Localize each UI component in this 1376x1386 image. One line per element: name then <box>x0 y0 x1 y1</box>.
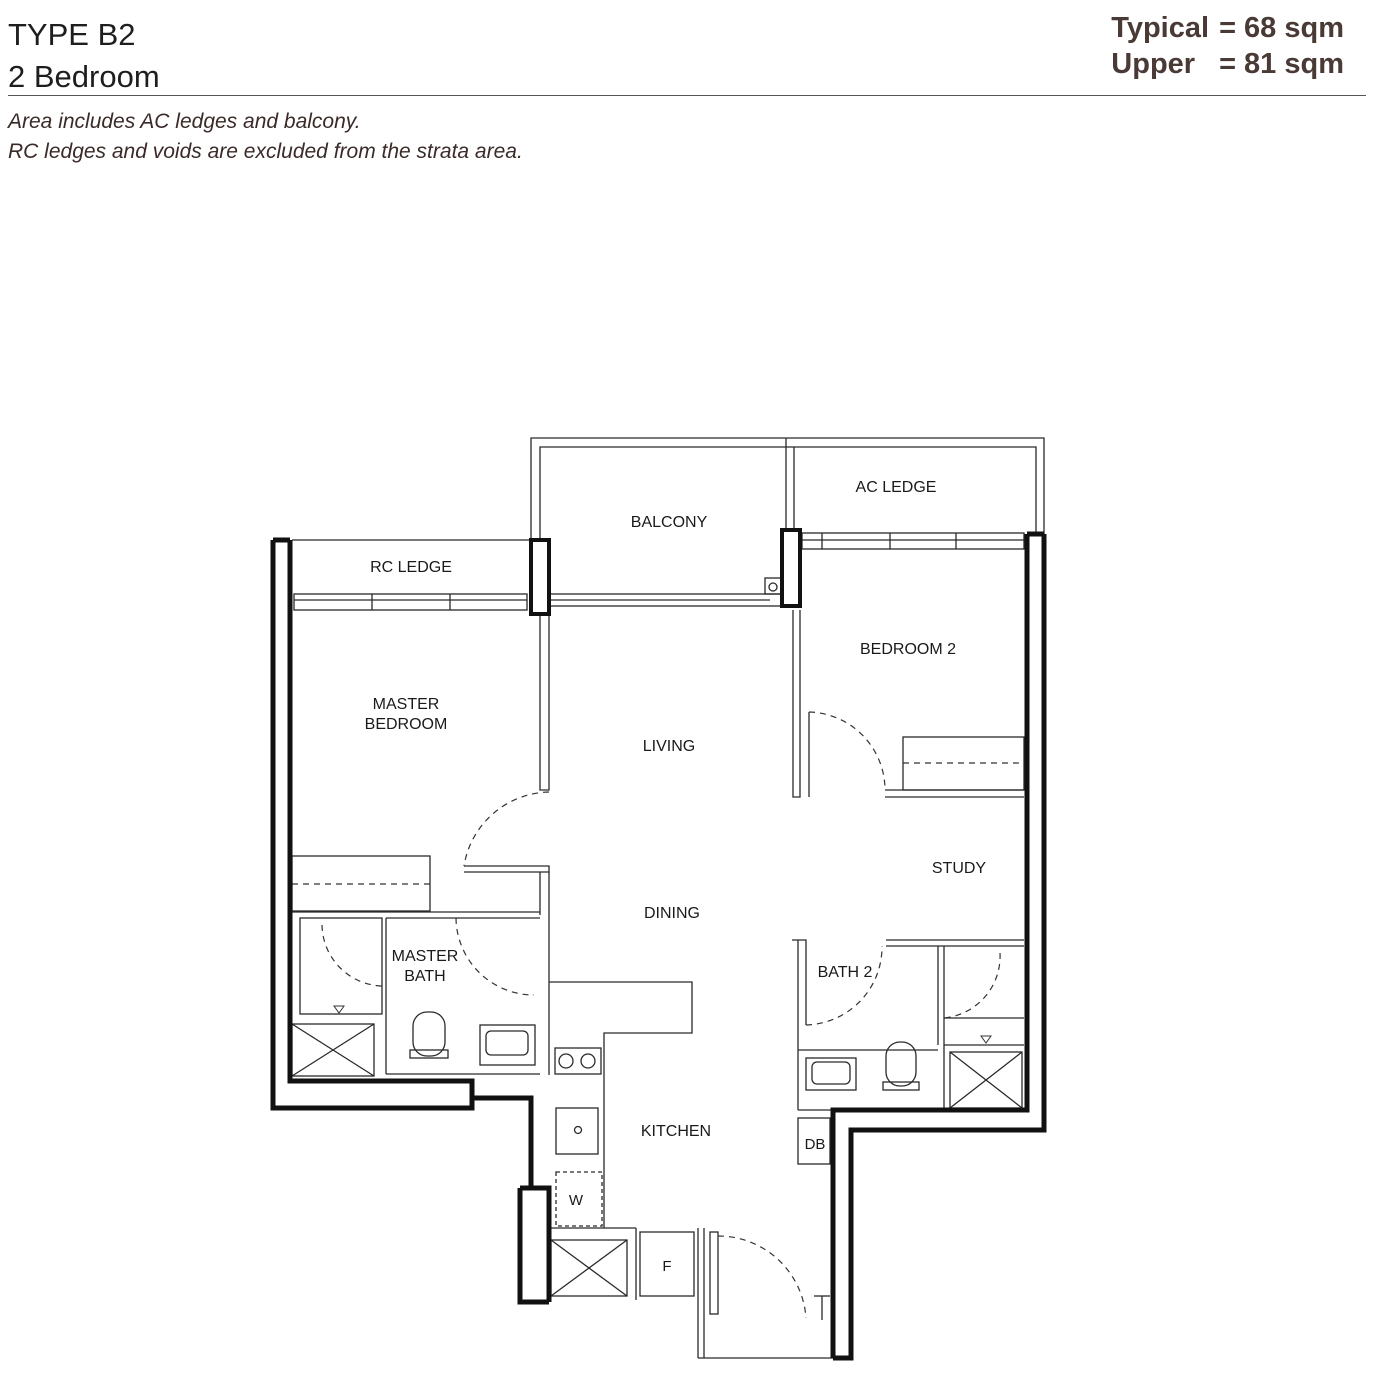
area-label-typical: Typical <box>1111 12 1210 44</box>
master-shower-x2 <box>291 1023 375 1077</box>
label-living: LIVING <box>643 738 695 755</box>
master-door-swing <box>463 791 550 867</box>
entrance-door-swing <box>717 1235 807 1319</box>
master-door-stub <box>464 865 550 873</box>
outer-wall-inner-left <box>287 540 552 1302</box>
label-bath-2: BATH 2 <box>818 964 873 981</box>
hob <box>554 1047 602 1075</box>
master-wc-tank <box>409 1049 449 1059</box>
bath2-door-swing <box>805 945 883 1026</box>
rc-ledge-window <box>293 593 528 611</box>
bedroom-count: 2 Bedroom <box>8 59 160 94</box>
master-shower <box>299 917 383 1015</box>
outer-wall-outer-right <box>833 534 1047 1361</box>
plan-linework <box>291 437 1045 1359</box>
label-master-bath-line1: MASTER <box>392 948 459 965</box>
master-basin-counter <box>479 1024 536 1066</box>
header-divider <box>8 95 1366 96</box>
outer-wall-bottom-left <box>517 1188 549 1305</box>
fridge-space <box>639 1231 695 1297</box>
outer-wall-outer-left <box>270 540 475 1111</box>
area-value-typical: = 68 sqm <box>1219 12 1344 44</box>
outer-wall-inner-right <box>830 534 1030 1358</box>
label-dining: DINING <box>644 905 700 922</box>
db-cabinet <box>797 1117 831 1165</box>
outer-wall-kink <box>520 1098 534 1191</box>
bath2-basin <box>811 1061 851 1085</box>
hob-burner-1 <box>558 1053 574 1069</box>
master-shower-door-swing <box>321 924 383 987</box>
label-balcony: BALCONY <box>631 514 708 531</box>
master-floor-trap <box>333 1005 345 1014</box>
ac-ledge-window <box>801 532 1025 550</box>
label-kitchen: KITCHEN <box>641 1123 711 1140</box>
bath2-wc-tank <box>882 1081 920 1091</box>
unit-type-title: TYPE B2 <box>8 17 136 52</box>
label-master-bedroom-line2: BEDROOM <box>365 716 448 733</box>
pipe-circle <box>768 582 778 592</box>
area-row-typical: Typical = 68 sqm <box>1111 10 1344 46</box>
kitchen-counter-outline <box>549 981 693 1228</box>
area-label-upper: Upper <box>1111 48 1196 80</box>
plan-dashed-lines <box>292 711 1024 1319</box>
bath2-shower-x2 <box>949 1051 1023 1109</box>
washer-space <box>555 1171 603 1227</box>
kitchen-storage-x2 <box>550 1239 628 1297</box>
hob-burner-2 <box>580 1053 596 1069</box>
column-left <box>529 538 551 616</box>
area-summary: Typical = 68 sqm Upper = 81 sqm <box>1111 10 1344 82</box>
bedroom2-wall <box>792 610 801 798</box>
master-bath-door-swing <box>455 917 535 996</box>
bath2-shower-door-swing <box>943 952 1001 1019</box>
label-fridge: F <box>662 1258 671 1275</box>
column-right <box>780 528 802 608</box>
label-study: STUDY <box>932 860 987 877</box>
area-value-upper: = 81 sqm <box>1219 48 1344 80</box>
master-basin <box>485 1030 529 1056</box>
kitchen-sink-drain <box>573 1125 583 1135</box>
master-living-wall <box>539 616 550 791</box>
area-note-2: RC ledges and voids are excluded from th… <box>8 140 523 163</box>
label-db: DB <box>805 1136 826 1153</box>
label-washer: W <box>569 1192 584 1209</box>
structural-columns <box>529 528 802 616</box>
balcony-outer-frame <box>530 437 1045 545</box>
drain-symbols <box>333 1005 992 1044</box>
bath2-wc <box>885 1041 917 1087</box>
balcony-inner-frame <box>539 446 1037 540</box>
label-ac-ledge: AC LEDGE <box>856 479 937 496</box>
structural-walls <box>270 531 1047 1361</box>
label-rc-ledge: RC LEDGE <box>370 559 452 576</box>
area-note-1: Area includes AC ledges and balcony. <box>8 110 361 133</box>
master-wc <box>412 1011 446 1057</box>
bath2-floor-trap <box>980 1035 992 1044</box>
area-row-upper: Upper = 81 sqm <box>1111 46 1344 82</box>
bedroom2-door-swing <box>808 711 886 791</box>
bath2-basin-counter <box>805 1057 857 1091</box>
label-master-bath-line2: BATH <box>404 968 445 985</box>
label-master-bedroom-line1: MASTER <box>373 696 440 713</box>
bath2-left-wall <box>792 939 807 1025</box>
label-bedroom-2: BEDROOM 2 <box>860 641 956 658</box>
kitchen-sink <box>555 1107 599 1155</box>
entrance-door-leaf <box>709 1231 719 1315</box>
